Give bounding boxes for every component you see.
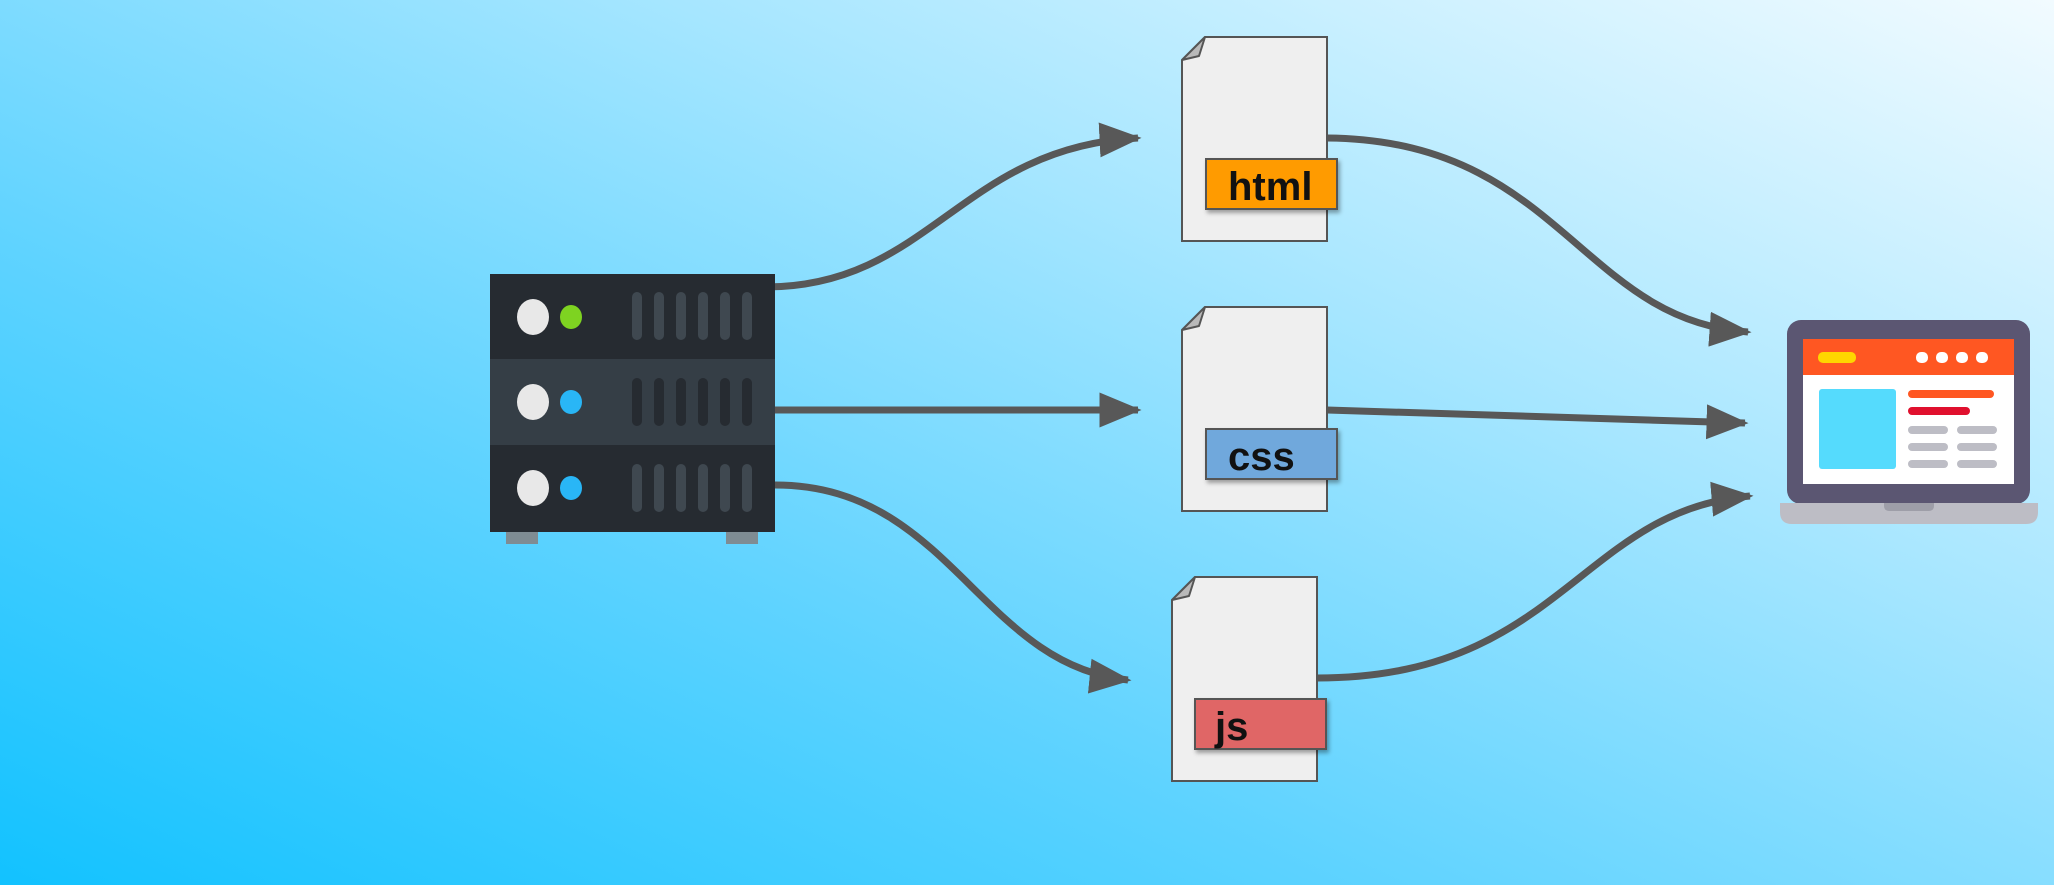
arrow-server-to-html: [764, 122, 1142, 291]
connector-arrows: [764, 122, 1754, 694]
css-file-tag: [1205, 428, 1338, 480]
js-file-label: js: [1214, 705, 1248, 749]
html-file-tag: [1205, 158, 1338, 210]
arrow-css-to-browser: [1326, 404, 1749, 440]
html-file-icon: html: [1181, 36, 1338, 242]
html-file-label: html: [1228, 165, 1312, 209]
laptop-browser-icon: [1780, 320, 2038, 524]
arrow-server-to-js: [774, 481, 1132, 694]
js-file-icon: js: [1171, 576, 1327, 782]
arrow-js-to-browser: [1316, 481, 1754, 682]
js-file-tag: [1194, 698, 1327, 750]
css-file-icon: css: [1181, 306, 1338, 512]
arrow-html-to-browser: [1326, 134, 1752, 347]
server-rack-icon: [490, 274, 775, 544]
css-file-label: css: [1228, 435, 1295, 479]
